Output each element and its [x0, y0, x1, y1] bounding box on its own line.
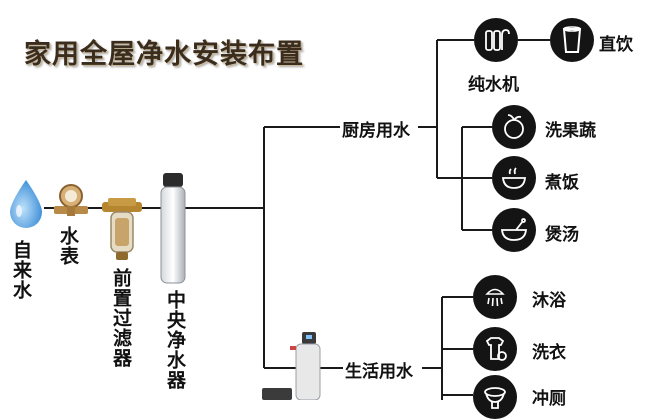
rice-bowl-icon [492, 156, 536, 200]
diagram-title: 家用全屋净水安装布置 [24, 39, 304, 70]
living-item-label-1: 沐浴 [530, 286, 568, 311]
kitchen-item-label-3: 煲汤 [543, 220, 581, 245]
cup-icon [550, 18, 594, 62]
water-meter-label: 水表 [57, 226, 79, 266]
water-softener-icon [290, 332, 321, 400]
water-purifier-icon [474, 18, 518, 62]
living-item-label-3: 冲厕 [530, 384, 568, 409]
kitchen-item-label-1: 洗果蔬 [543, 116, 598, 141]
kitchen-item-label-2: 煮饭 [543, 168, 581, 193]
pre-filter-icon [102, 198, 142, 260]
pre-filter-label: 前置过滤器 [110, 268, 132, 368]
vegetable-icon [492, 105, 536, 149]
diagram-page: 家用全屋净水安装布置 [10, 18, 635, 419]
water-meter-icon [54, 184, 88, 216]
kitchen-water-label: 厨房用水 [340, 116, 412, 141]
ro-purifier-label: 纯水机 [466, 70, 521, 95]
washing-machine-icon [473, 327, 517, 371]
shower-icon [473, 275, 517, 319]
living-water-label: 生活用水 [343, 357, 415, 382]
brine-tank-icon [262, 388, 292, 400]
water-drop-icon [10, 180, 42, 228]
toilet-icon [473, 375, 517, 419]
central-purifier-label: 中央净水器 [164, 290, 186, 390]
connector-lines [44, 39, 550, 400]
tap-water-label: 自来水 [10, 240, 32, 300]
drinking-label: 直饮 [597, 30, 635, 55]
central-purifier-icon [160, 173, 186, 284]
soup-bowl-icon [492, 208, 536, 252]
living-item-label-2: 洗衣 [530, 338, 568, 363]
